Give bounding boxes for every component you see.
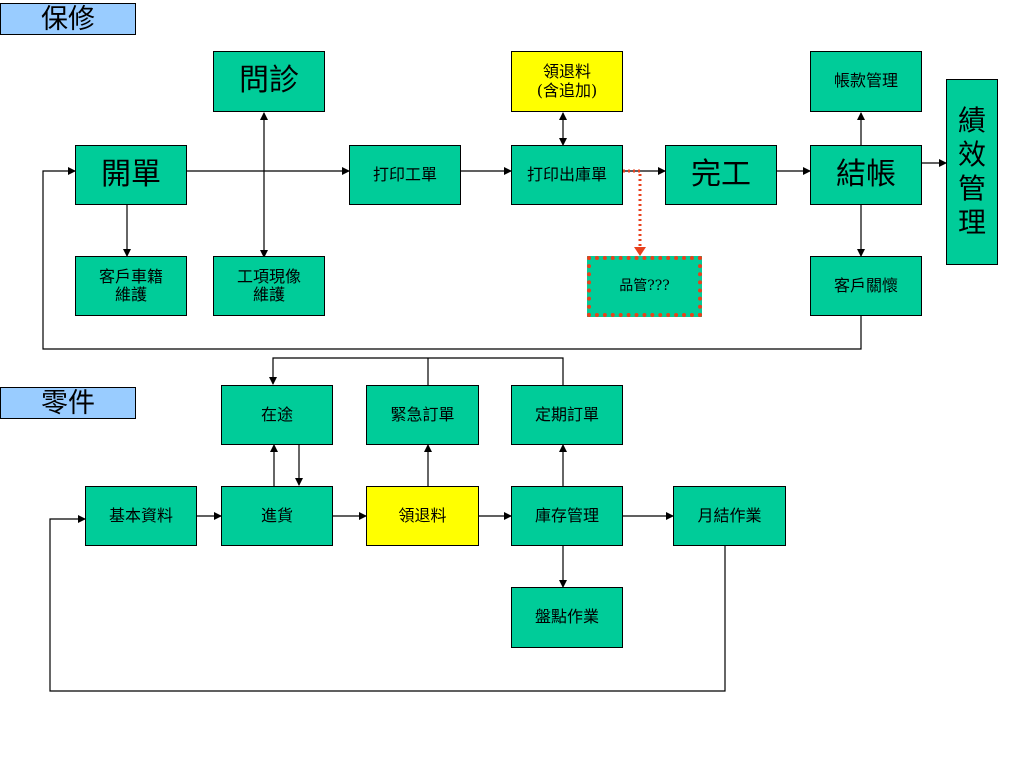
customer-vehicle-box: 客戶車籍 維護 xyxy=(75,256,187,316)
urgent-order-box: 緊急訂單 xyxy=(366,385,479,445)
basic-data-box: 基本資料 xyxy=(85,486,197,546)
orders-to-transit xyxy=(269,357,564,385)
inventory-box: 庫存管理 xyxy=(511,486,623,546)
material-issue-box: 領退料 (含追加) xyxy=(511,51,623,112)
parts-material-issue-box: 領退料 xyxy=(366,486,479,546)
customer-care-box: 客戶關懷 xyxy=(810,256,922,316)
regular-order-box: 定期訂單 xyxy=(511,385,623,445)
complete-box: 完工 xyxy=(665,145,777,205)
quality-dotted-arrow xyxy=(623,169,642,247)
loop-care-to-open xyxy=(42,167,862,350)
in-transit-box: 在途 xyxy=(221,385,333,445)
stock-take-box: 盤點作業 xyxy=(511,587,623,648)
loop-month-to-basic xyxy=(49,515,726,692)
print-outbound-box: 打印出庫單 xyxy=(511,145,623,205)
section-label-warranty: 保修 xyxy=(0,3,136,35)
section-label-parts: 零件 xyxy=(0,387,136,419)
checkout-box: 結帳 xyxy=(810,145,922,205)
quality-arrowhead xyxy=(634,247,646,256)
open-order-box: 開單 xyxy=(75,145,187,205)
work-item-box: 工項現像 維護 xyxy=(213,256,325,316)
receiving-box: 進貨 xyxy=(221,486,333,546)
accounts-box: 帳款管理 xyxy=(810,51,922,112)
print-work-order-box: 打印工單 xyxy=(349,145,461,205)
month-end-box: 月結作業 xyxy=(673,486,786,546)
performance-box: 績 效 管 理 xyxy=(946,79,998,265)
diagnosis-box: 問診 xyxy=(213,51,325,112)
quality-box: 品管??? xyxy=(587,256,702,317)
